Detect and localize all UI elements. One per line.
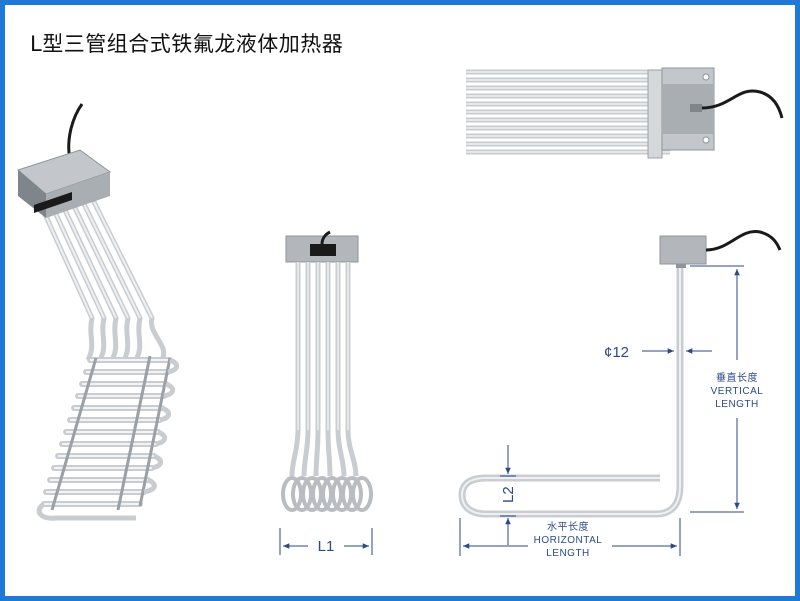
horizontal-length-cn: 水平长度 [547,520,589,533]
vertical-length-cn: 垂直长度 [716,371,758,384]
power-cable [705,230,782,252]
vertical-length-en-1: VERTICAL [711,386,764,397]
dim-label-diameter: ¢12 [604,344,629,361]
horizontal-length-en-1: HORIZONTAL [534,535,603,546]
tube-bundle-upper [41,199,155,321]
top-view [466,67,784,159]
mount-hole [702,73,710,81]
tube-bends [85,317,167,362]
power-cable [320,230,331,245]
dim-label-l2: L2 [500,486,517,503]
junction-box-front [46,172,110,218]
side-view: ¢12 垂直长度 VERTICAL LENGTH L2 水平长度 HORIZON… [458,230,782,559]
vertical-tubes [289,262,359,477]
front-view: L1 [279,230,373,555]
coil-stack [36,355,179,521]
mount-hole [702,136,710,144]
power-cable [701,89,784,119]
horizontal-length-en-2: LENGTH [546,548,590,559]
mounting-plate [647,69,663,159]
box-label-slot [34,192,72,213]
box-label-slot [310,244,336,256]
junction-box [659,235,707,265]
vertical-length-en-2: LENGTH [715,399,759,410]
page-title: L型三管组合式铁氟龙液体加热器 [30,32,344,56]
coil-ends [281,476,373,512]
dim-label-l1: L1 [318,538,335,555]
isometric-view [16,103,179,521]
